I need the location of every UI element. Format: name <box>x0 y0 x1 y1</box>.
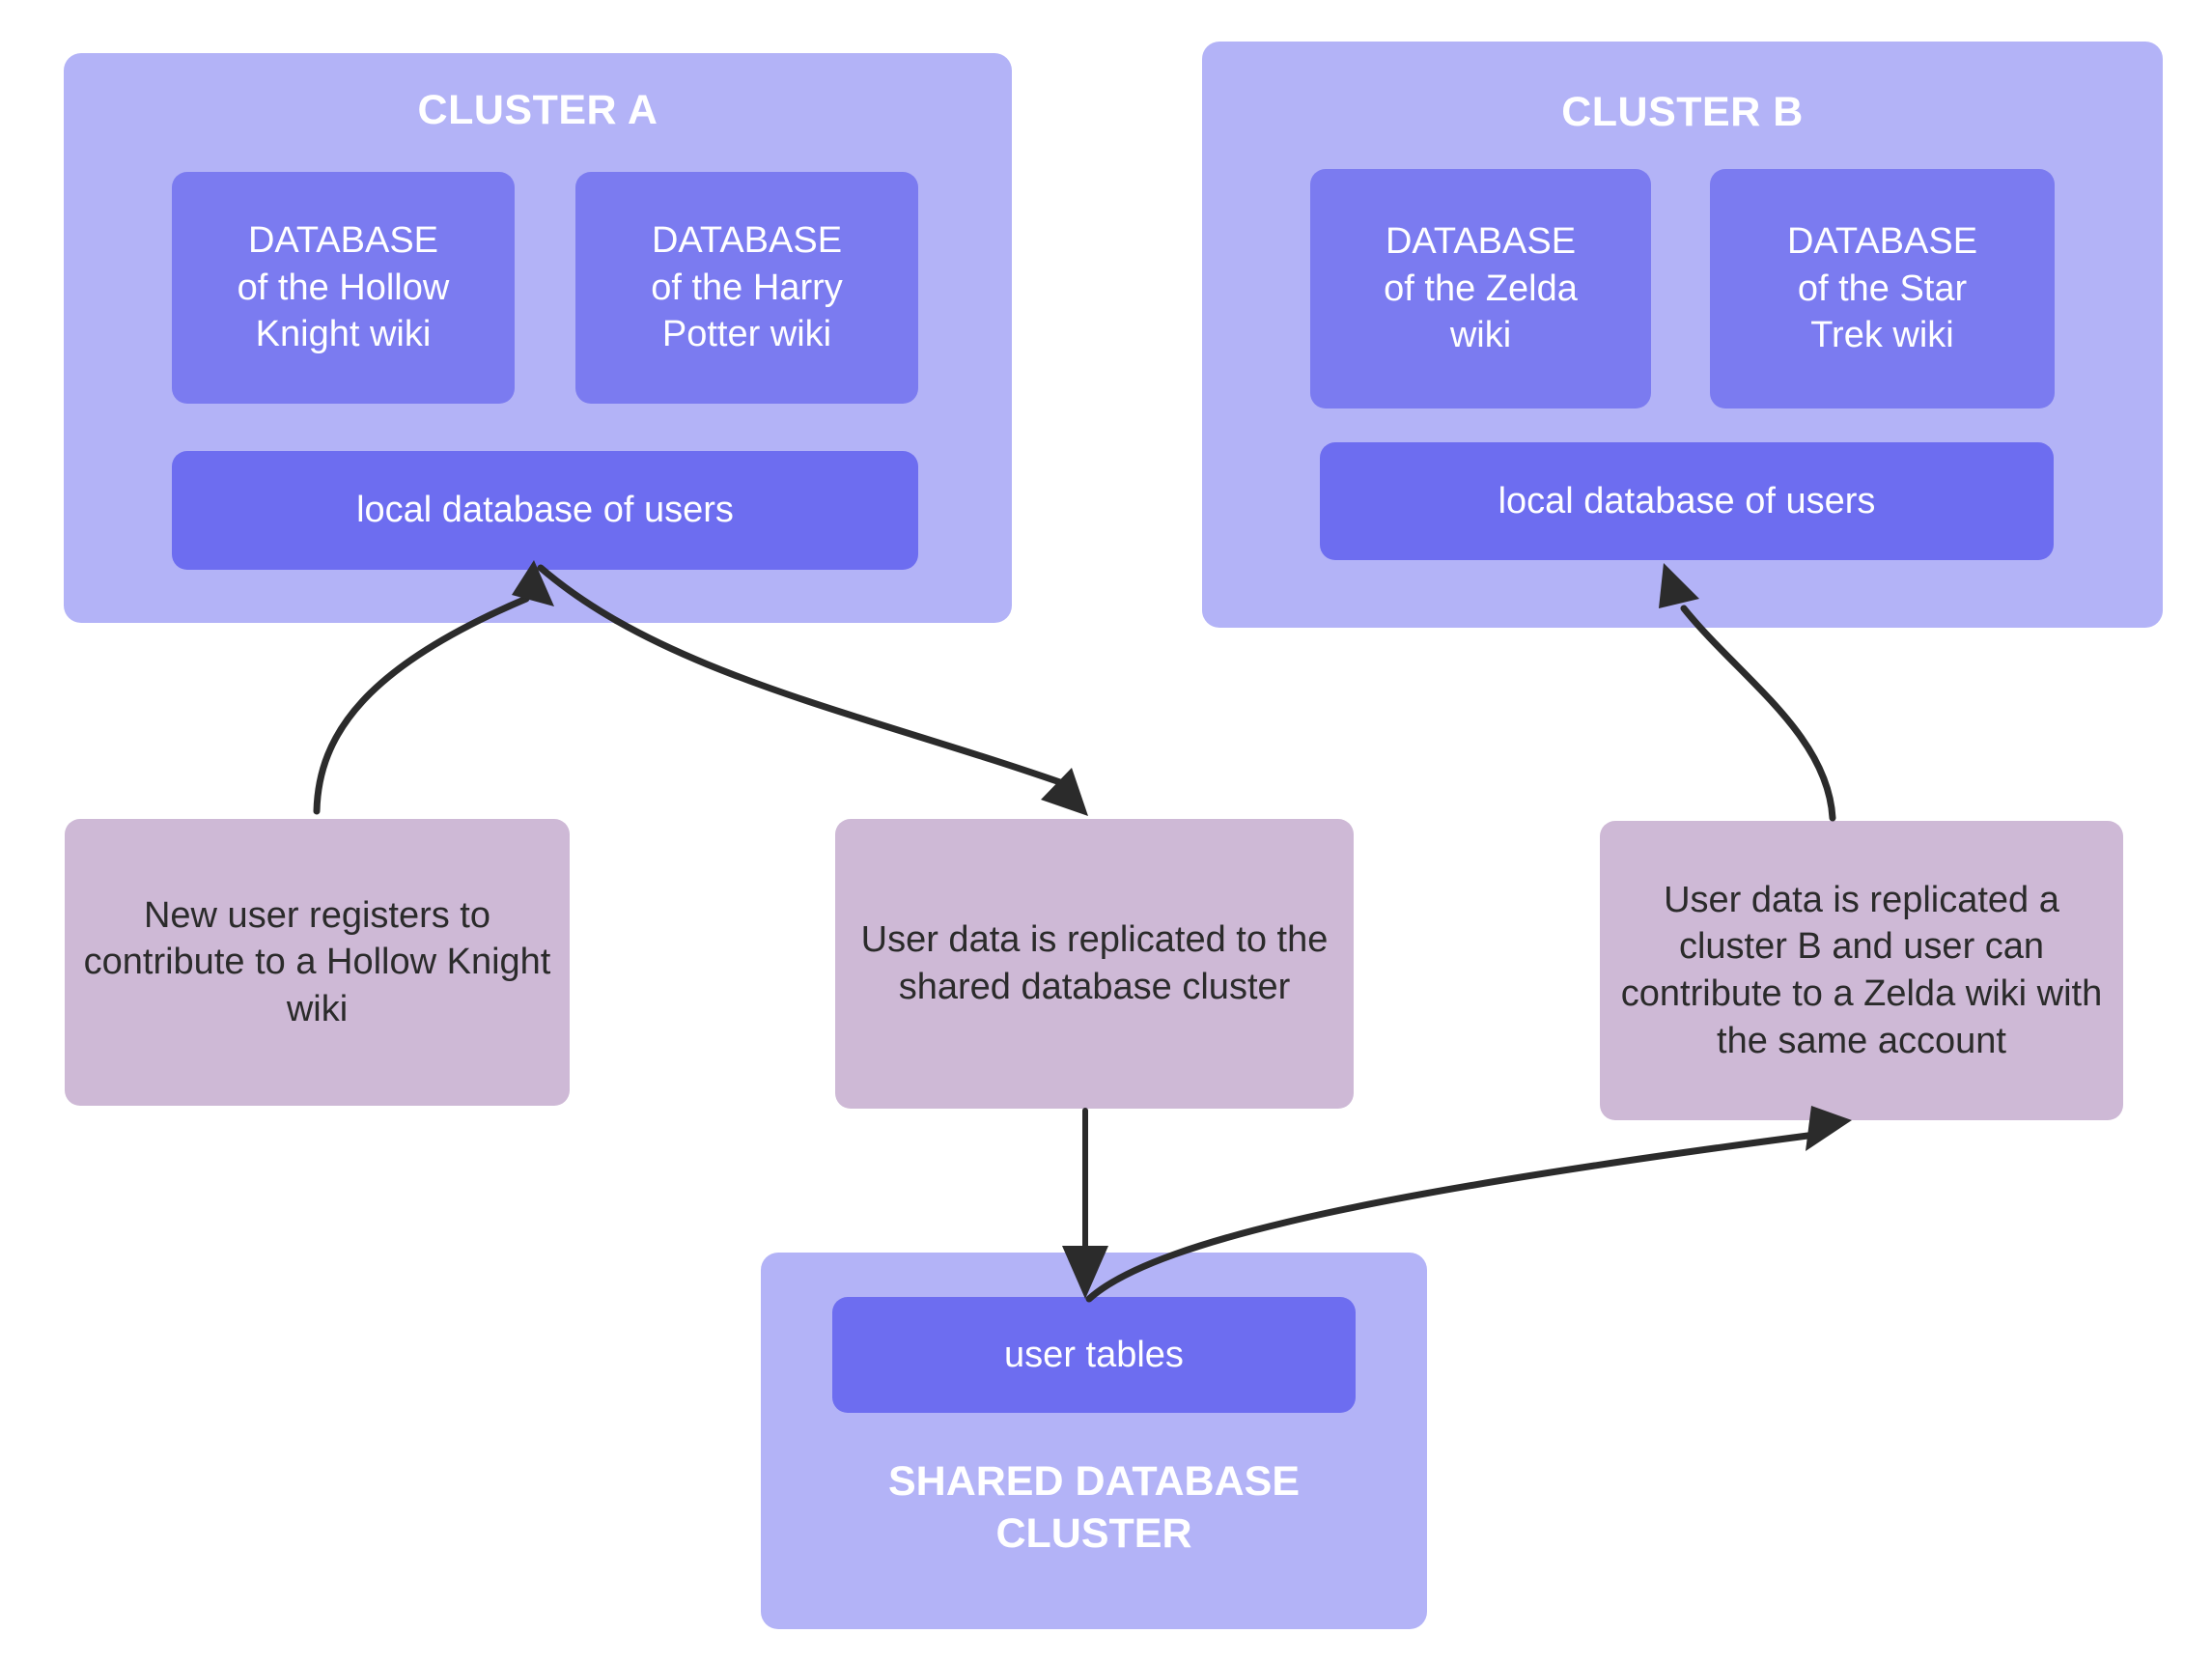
cluster-b-title: CLUSTER B <box>1561 89 1804 135</box>
db-b2-line3: Trek wiki <box>1810 315 1954 356</box>
cluster-a-database-hollow-knight: DATABASE of the Hollow Knight wiki <box>172 172 515 404</box>
cluster-a-database-harry-potter: DATABASE of the Harry Potter wiki <box>575 172 918 404</box>
note-replicate-cluster-b-text: User data is replicated a cluster B and … <box>1620 879 2103 1061</box>
db-a2-line1: DATABASE <box>651 220 843 262</box>
shared-database-cluster-title: SHARED DATABASE CLUSTER <box>761 1456 1427 1561</box>
db-a1-line1: DATABASE <box>247 220 439 262</box>
shared-user-tables: user tables <box>832 1297 1356 1413</box>
note-replicate-shared-text: User data is replicated to the shared da… <box>860 919 1329 1007</box>
cluster-b-database-star-trek: DATABASE of the Star Trek wiki <box>1710 169 2055 408</box>
shared-user-tables-label: user tables <box>1004 1334 1184 1375</box>
cluster-b-database-zelda: DATABASE of the Zelda wiki <box>1310 169 1651 408</box>
db-a1-line3: Knight wiki <box>255 314 432 355</box>
db-b1-line3: wiki <box>1449 315 1512 356</box>
note-replicate-shared: User data is replicated to the shared da… <box>835 819 1354 1109</box>
db-a2-line3: Potter wiki <box>661 314 832 355</box>
db-b1-line2: of the Zelda <box>1384 268 1578 309</box>
db-b2-line2: of the Star <box>1797 268 1968 309</box>
cluster-a-local-db: local database of users <box>172 451 918 570</box>
arrowhead-down-note-shared <box>1041 768 1088 816</box>
cluster-b-local-db: local database of users <box>1320 442 2054 560</box>
cluster-a-title: CLUSTER A <box>417 87 658 133</box>
db-a1-line2: of the Hollow <box>237 267 450 308</box>
cluster-b-local-db-label: local database of users <box>1498 480 1876 521</box>
cluster-a-local-db-label: local database of users <box>356 490 734 531</box>
shared-title-line1: SHARED DATABASE <box>887 1458 1301 1505</box>
db-b2-line1: DATABASE <box>1786 221 1978 263</box>
note-replicate-cluster-b: User data is replicated a cluster B and … <box>1600 821 2123 1120</box>
note-register-text: New user registers to contribute to a Ho… <box>83 894 551 1029</box>
db-a2-line2: of the Harry <box>651 267 843 308</box>
shared-title-line2: CLUSTER <box>995 1509 1192 1557</box>
db-b1-line1: DATABASE <box>1385 221 1577 263</box>
note-register: New user registers to contribute to a Ho… <box>65 819 570 1106</box>
